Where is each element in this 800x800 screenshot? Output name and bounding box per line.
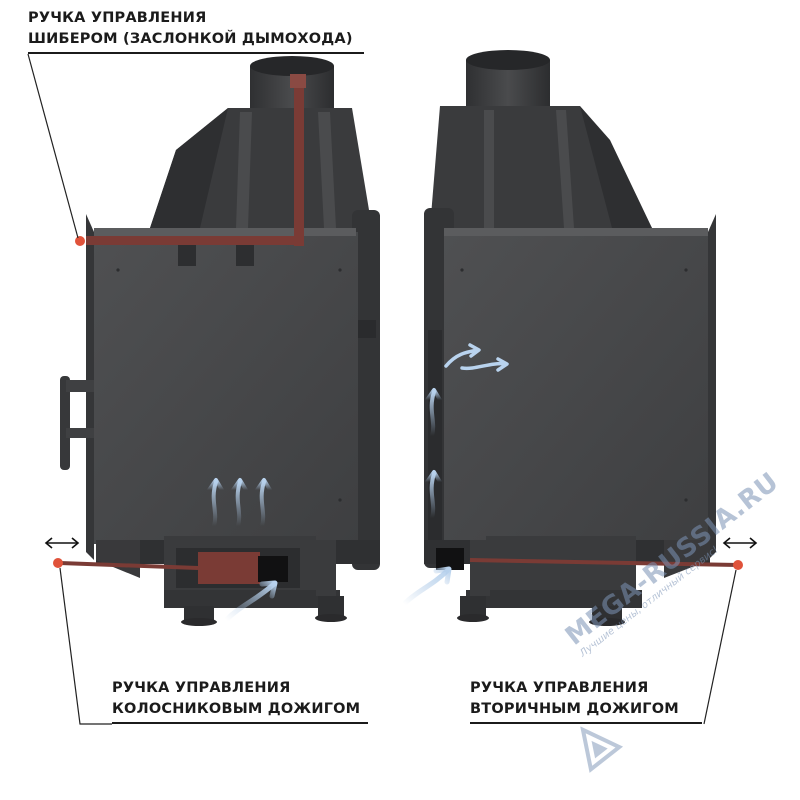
secondary-afterburn-label-line1: РУЧКА УПРАВЛЕНИЯ [470, 680, 649, 696]
left-front-face [94, 232, 358, 544]
left-rivet [116, 268, 120, 272]
damper-leader-line [27, 53, 79, 239]
secondary-afterburn-label: РУЧКА УПРАВЛЕНИЯ ВТОРИЧНЫМ ДОЖИГОМ [470, 678, 679, 720]
right-front-bevel [708, 214, 716, 560]
left-base-bevel [96, 540, 140, 578]
left-top-edge [94, 228, 356, 236]
damper-label-underline [28, 52, 364, 54]
left-hood-fin [236, 112, 252, 228]
left-side-panel [352, 210, 380, 570]
right-foot [460, 596, 486, 618]
airflow-arrow-icon [231, 478, 248, 528]
airflow-arrow-icon [444, 343, 481, 368]
right-hood-fin [484, 110, 494, 228]
right-rivet [684, 268, 688, 272]
damper-control-rod [75, 74, 306, 246]
right-foot-pad [589, 618, 625, 626]
grate-leader-line [59, 567, 112, 725]
airflow-arrow-icon [401, 566, 452, 607]
right-rivet [684, 498, 688, 502]
left-rivet [338, 498, 342, 502]
right-intake-slot [436, 548, 464, 570]
grate-afterburn-label-line2: КОЛОСНИКОВЫМ ДОЖИГОМ [112, 701, 361, 717]
left-hood-side [150, 108, 228, 228]
left-hood-fin [318, 112, 336, 228]
right-front-face [444, 232, 708, 544]
right-hood-fin [556, 110, 574, 228]
left-side-strip [356, 320, 376, 338]
grate-afterburn-handle-knob[interactable] [53, 558, 63, 568]
right-foot [592, 606, 622, 622]
damper-handle-label-line1: РУЧКА УПРАВЛЕНИЯ [28, 10, 207, 26]
left-door-handle [60, 376, 70, 470]
grate-afterburn-rod [53, 558, 199, 570]
damper-handle-label: РУЧКА УПРАВЛЕНИЯ ШИБЕРОМ (ЗАСЛОНКОЙ ДЫМО… [28, 8, 353, 50]
right-chimney-top [466, 50, 550, 70]
leader-lines [27, 53, 737, 725]
left-ashbox-slot [258, 556, 288, 582]
left-chimney-top [250, 56, 334, 76]
double-arrow-icon [722, 537, 758, 549]
right-ashbox [486, 536, 636, 596]
left-clip [236, 244, 254, 266]
grate-afterburn-label: РУЧКА УПРАВЛЕНИЯ КОЛОСНИКОВЫМ ДОЖИГОМ [112, 678, 360, 720]
right-top-edge [444, 228, 708, 236]
airflow-arrow-icon [460, 357, 509, 372]
left-clip [178, 244, 196, 266]
left-foot [318, 596, 344, 618]
secondary-afterburn-label-line2: ВТОРИЧНЫМ ДОЖИГОМ [470, 701, 679, 717]
left-foot-pad [181, 618, 217, 626]
left-grate-handle-plate [198, 552, 260, 584]
left-fireplace [44, 56, 380, 626]
right-base-block [466, 590, 642, 608]
left-foot-pad [315, 614, 347, 622]
airflow-arrow-icon [223, 580, 278, 623]
left-leg [316, 540, 336, 596]
left-foot [184, 606, 214, 622]
airflow-arrow-icon [255, 478, 272, 528]
right-fireplace [424, 50, 758, 626]
secondary-leader-line [703, 569, 737, 725]
left-door-handle-arm [66, 380, 94, 392]
airflow-arrow-icon [207, 478, 224, 528]
double-arrow-icon [44, 537, 80, 549]
right-rivet [460, 268, 464, 272]
secondary-afterburn-rod [469, 558, 743, 570]
right-leg [470, 540, 490, 596]
airflow-arrow-icon [425, 388, 442, 438]
left-rivet [338, 268, 342, 272]
secondary-label-underline [470, 722, 702, 724]
secondary-afterburn-handle-knob[interactable] [733, 560, 743, 570]
airflow-arrows [207, 343, 509, 623]
damper-handle-label-line2: ШИБЕРОМ (ЗАСЛОНКОЙ ДЫМОХОДА) [28, 31, 353, 47]
right-base-bevel [664, 540, 710, 578]
damper-handle-knob[interactable] [75, 236, 85, 246]
right-foot-pad [457, 614, 489, 622]
airflow-arrow-icon [425, 470, 442, 520]
watermark-logo-icon [580, 726, 624, 773]
grate-afterburn-label-line1: РУЧКА УПРАВЛЕНИЯ [112, 680, 291, 696]
grate-label-underline [112, 722, 368, 724]
right-hood-side [580, 106, 652, 228]
left-door-handle-arm [66, 428, 94, 438]
